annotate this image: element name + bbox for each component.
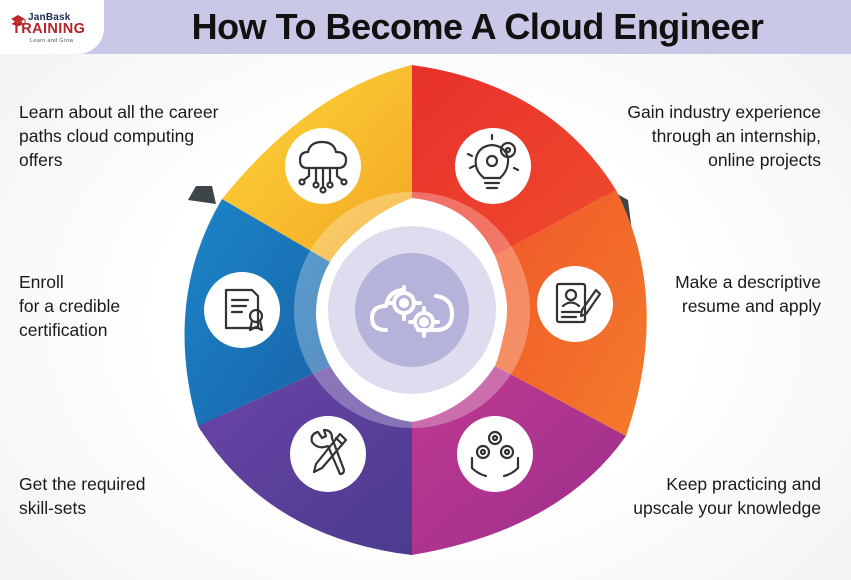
step-career-paths-text: Learn about all the career paths cloud c…: [19, 102, 219, 170]
resume-pen-icon: [537, 266, 613, 342]
certificate-icon: [204, 272, 280, 348]
brand-name: JanBask: [28, 12, 71, 23]
wheel-diagram: [184, 65, 647, 555]
step-resume-text: Make a descriptive resume and apply: [675, 272, 821, 316]
brand-tagline: Learn and Grow: [30, 38, 74, 44]
step-certification-text: Enroll for a credible certification: [19, 272, 121, 340]
step-skill-sets-text: Get the required skill-sets: [19, 474, 146, 518]
step-industry-experience-text: Gain industry experience through an inte…: [627, 102, 821, 170]
lightbulb-gear-icon: [455, 128, 531, 204]
wrench-pencil-icon: [290, 416, 366, 492]
graduation-cap-icon: [11, 15, 26, 26]
brand-product: TRAINING: [12, 21, 86, 37]
brand-logo: JanBask TRAINING Learn and Grow: [0, 0, 104, 54]
cloud-gears-icon: [370, 285, 454, 338]
header-bar: JanBask TRAINING Learn and Grow How To B…: [0, 0, 851, 54]
gears-hands-icon: [457, 416, 533, 492]
step-practice-text: Keep practicing and upscale your knowled…: [633, 474, 821, 518]
page-title: How To Become A Cloud Engineer: [191, 6, 764, 47]
cloud-network-icon: [285, 128, 361, 204]
